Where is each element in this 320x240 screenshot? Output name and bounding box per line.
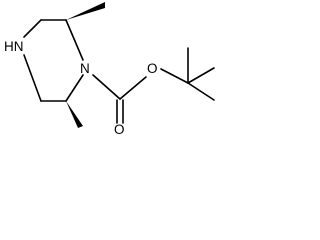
atom-label-o-ester: O <box>147 61 158 76</box>
wedge-bond-lower-methyl <box>66 101 83 128</box>
bond-carbonyl-carbon-o-ester <box>119 76 147 100</box>
bond-n-ch-lower <box>65 74 84 102</box>
bond-n-carbonyl-carbon <box>92 74 121 100</box>
atom-label-o-carbonyl: O <box>114 122 125 136</box>
bond-c-lower-nh <box>23 54 42 102</box>
bond-quaternary-c-methyl-down <box>187 82 215 101</box>
bond-quaternary-c-methyl-right <box>187 67 215 84</box>
bond-nh-c-upper <box>23 19 42 38</box>
molecule-structure: HN N O O <box>4 2 215 136</box>
boc-group <box>92 47 215 124</box>
bond-o-ester-quaternary-c <box>160 68 189 84</box>
bond-ch-upper-n <box>65 19 84 61</box>
atom-label-nh: HN <box>4 39 24 54</box>
atom-label-n: N <box>80 61 90 76</box>
wedge-bond-upper-methyl <box>66 2 105 20</box>
piperazine-ring <box>23 19 84 102</box>
